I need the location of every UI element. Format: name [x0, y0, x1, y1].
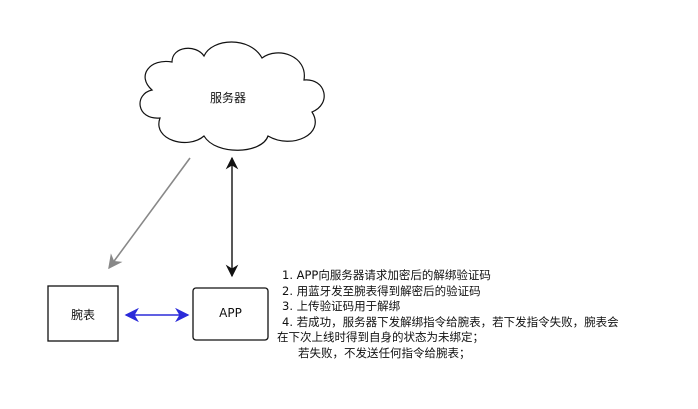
note-step-3: 3. 上传验证码用于解绑: [282, 299, 401, 314]
steps-notes: 1. APP向服务器请求加密后的解绑验证码 2. 用蓝牙发至腕表得到解密后的验证…: [277, 268, 692, 362]
note-step-2: 2. 用蓝牙发至腕表得到解密后的验证码: [282, 283, 481, 298]
server-label: 服务器: [209, 91, 246, 105]
watch-box: [47, 285, 119, 342]
app-box: [192, 287, 269, 341]
note-step-4-continued: 在下次上线时得到自身的状态为未绑定；: [277, 330, 484, 345]
app-label: APP: [219, 306, 242, 320]
server-to-watch-arrow: [108, 157, 191, 270]
server-cloud-shape: [139, 41, 325, 151]
note-step-1: 1. APP向服务器请求加密后的解绑验证码: [282, 268, 491, 282]
note-failure: 若失败，不发送任何指令给腕表；: [298, 345, 471, 360]
watch-label: 腕表: [70, 308, 95, 322]
note-step-4: 4. 若成功，服务器下发解绑指令给腕表，若下发指令失败，腕表会: [282, 314, 619, 329]
